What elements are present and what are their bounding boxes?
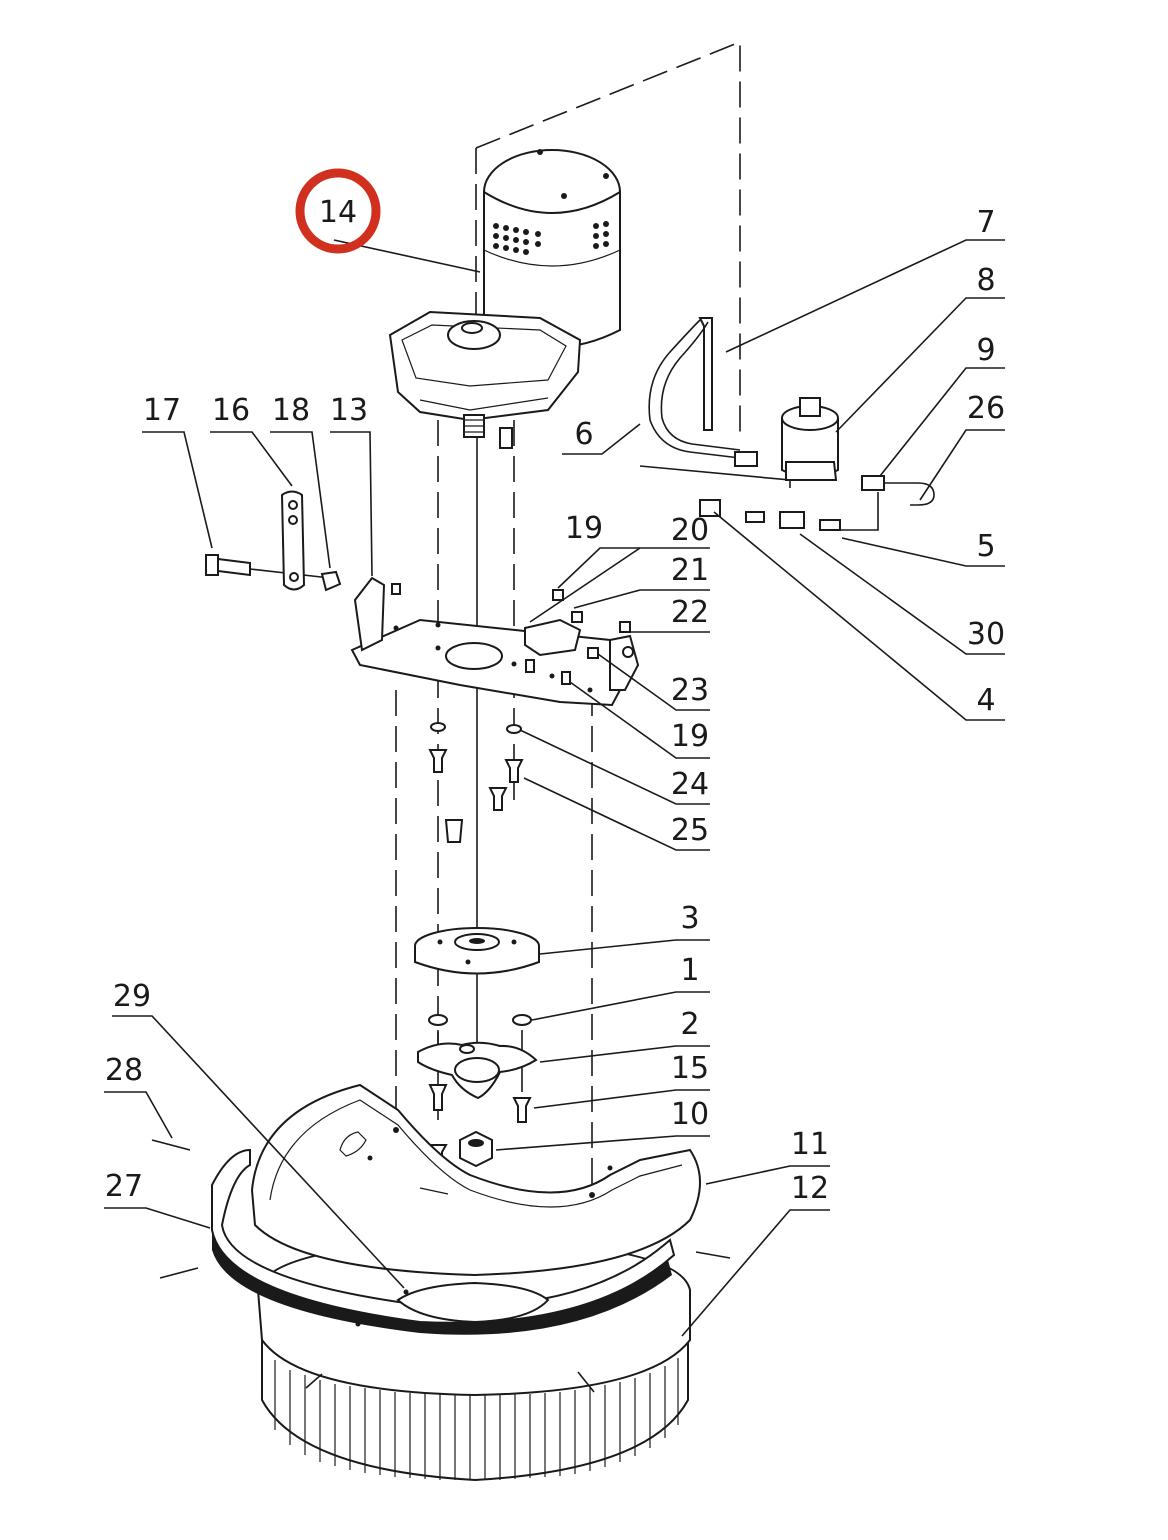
motor: [388, 149, 621, 449]
callout-16: 16: [212, 393, 250, 428]
callout-1: 1: [680, 953, 699, 988]
callout-20: 20: [671, 513, 709, 548]
plate-fasteners: [428, 722, 524, 843]
callout-18: 18: [272, 393, 310, 428]
callout-8: 8: [976, 263, 995, 298]
callout-27: 27: [105, 1169, 143, 1204]
callout-12: 12: [791, 1171, 829, 1206]
callout-25: 25: [671, 813, 709, 848]
callout-26: 26: [967, 391, 1005, 426]
callout-22: 22: [671, 595, 709, 630]
callout-29: 29: [113, 979, 151, 1014]
callout-15: 15: [671, 1051, 709, 1086]
water-line-assembly: [639, 317, 935, 531]
callout-24: 24: [671, 767, 709, 802]
callout-2: 2: [680, 1007, 699, 1042]
callout-21: 21: [671, 553, 709, 588]
callout-9: 9: [976, 333, 995, 368]
callout-17: 17: [143, 393, 181, 428]
callout-labels: 14 7 8 9 26 6 17 16 18 13 19 20 21 22 5 …: [105, 195, 1005, 1206]
callout-6: 6: [574, 417, 593, 452]
callout-14: 14: [319, 195, 357, 230]
callout-30: 30: [967, 617, 1005, 652]
callout-19-upper: 19: [565, 511, 603, 546]
highlight-ring: [295, 168, 381, 254]
mounting-plate: [350, 576, 640, 707]
callout-28: 28: [105, 1053, 143, 1088]
brush-deck-assembly: [151, 1083, 731, 1482]
callout-3: 3: [680, 901, 699, 936]
callout-13: 13: [330, 393, 368, 428]
callout-11: 11: [791, 1127, 829, 1162]
callout-23: 23: [671, 673, 709, 708]
drive-hub-assembly: [414, 927, 540, 1168]
callout-leader-lines: [104, 239, 1005, 1337]
callout-19-lower: 19: [671, 719, 709, 754]
bracket-hardware: [205, 490, 342, 592]
callout-7: 7: [976, 205, 995, 240]
callout-10: 10: [671, 1097, 709, 1132]
callout-4: 4: [976, 683, 995, 718]
callout-5: 5: [976, 529, 995, 564]
